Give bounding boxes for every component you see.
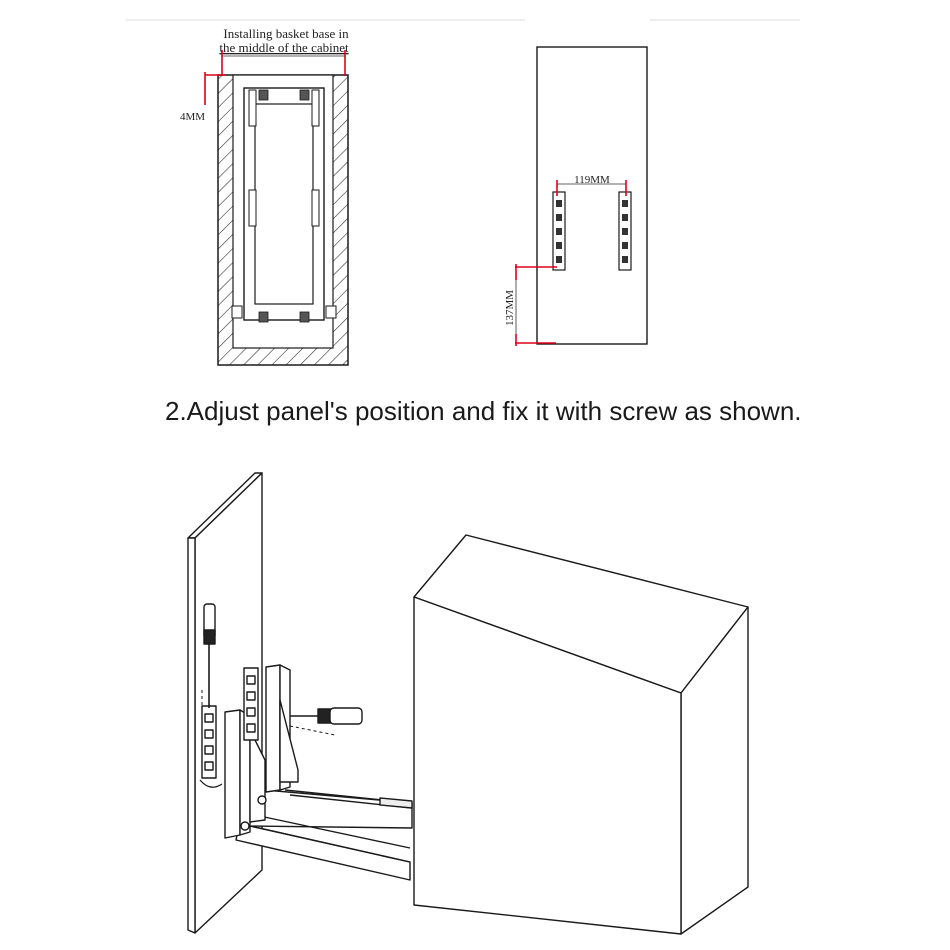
rotation-arrow-icon [199,779,223,788]
panel-rail-upper [243,667,259,741]
basket-base-frame [235,789,413,881]
cabinet-top-view: Installing basket base in the middle of … [180,26,349,366]
depth-dimension-label: 4MM [180,111,205,123]
screwdriver-vertical [201,603,216,740]
basket-base [231,87,337,323]
dimension-marker [204,50,346,105]
mounting-bracket-right [618,191,632,271]
dimension-marker [515,180,627,346]
panel-elevation-view: 119MM 137MM [504,46,648,346]
assembly-illustration [187,472,749,935]
diagram-title-line-2: the middle of the cabinet [219,40,349,55]
screwdriver-horizontal [289,707,363,736]
panel-rail-lower [201,705,217,779]
width-dimension-label: 119MM [574,174,610,186]
height-dimension-label: 137MM [504,290,516,326]
mounting-bracket-left [552,191,566,271]
rear-upright-bracket [265,664,299,793]
diagram-title-line-1: Installing basket base in [223,26,349,41]
instruction-step-text: 2.Adjust panel's position and fix it wit… [165,396,802,426]
cabinet-box [413,534,749,935]
